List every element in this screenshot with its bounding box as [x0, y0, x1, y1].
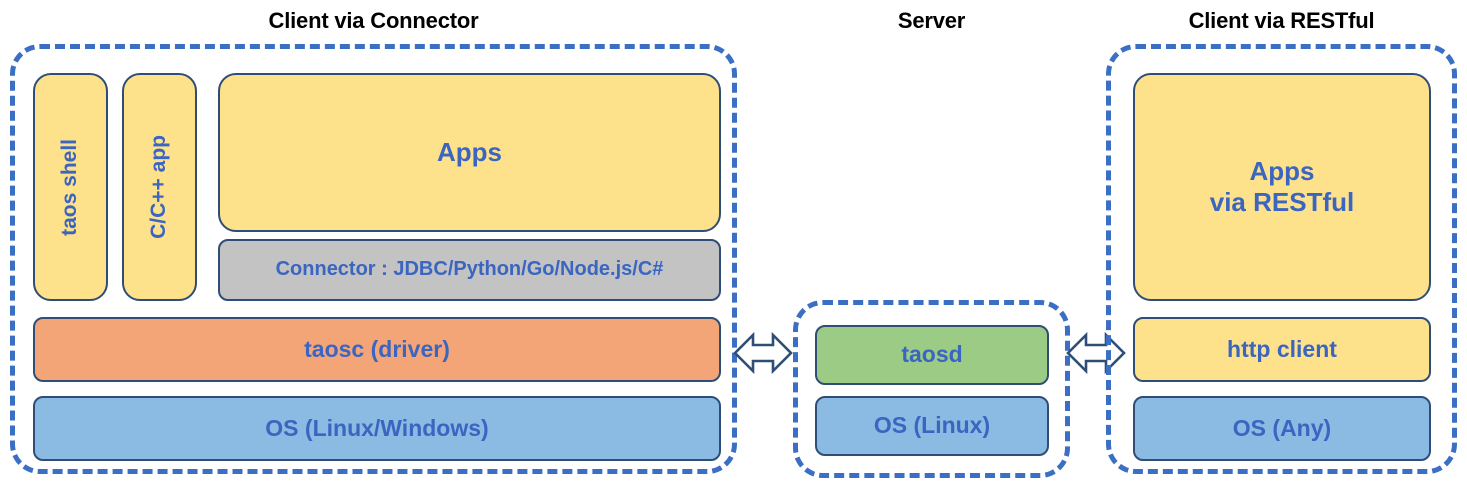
box-os-linux-label: OS (Linux): [873, 412, 991, 439]
box-apps-connector-label: Apps: [437, 137, 502, 168]
group-client-via-restful: [1106, 44, 1457, 474]
box-os-any-label: OS (Any): [1232, 414, 1332, 441]
box-apps-connector[interactable]: Apps: [218, 73, 721, 232]
box-os-linux[interactable]: OS (Linux): [815, 396, 1049, 456]
box-os-linux-windows-label: OS (Linux/Windows): [265, 414, 489, 441]
box-apps-via-restful-label: Apps via RESTful: [1209, 156, 1355, 217]
box-taos-shell-label: taos shell: [58, 138, 82, 236]
box-taosc-driver[interactable]: taosc (driver): [33, 317, 721, 382]
box-taosc-driver-label: taosc (driver): [304, 335, 450, 362]
box-apps-via-restful[interactable]: Apps via RESTful: [1133, 73, 1431, 301]
box-connector-label: Connector : JDBC/Python/Go/Node.js/C#: [275, 258, 664, 281]
box-taosd-label: taosd: [901, 341, 963, 368]
left-double-headed-arrow-icon: [733, 327, 793, 379]
box-c-cpp-app-label: C/C++ app: [147, 135, 171, 239]
box-os-linux-windows[interactable]: OS (Linux/Windows): [33, 396, 721, 461]
box-http-client-label: http client: [1227, 335, 1337, 362]
box-connector[interactable]: Connector : JDBC/Python/Go/Node.js/C#: [218, 239, 721, 301]
group-server: [793, 300, 1070, 478]
box-http-client[interactable]: http client: [1133, 317, 1431, 382]
box-os-any[interactable]: OS (Any): [1133, 396, 1431, 461]
box-taos-shell[interactable]: taos shell: [33, 73, 108, 301]
section-title-client-restful: Client via RESTful: [1188, 8, 1375, 33]
box-taosd[interactable]: taosd: [815, 325, 1049, 385]
group-client-via-connector: [10, 44, 737, 474]
section-title-client-connector: Client via Connector: [268, 8, 479, 33]
section-title-server: Server: [897, 8, 966, 33]
box-c-cpp-app[interactable]: C/C++ app: [122, 73, 197, 301]
